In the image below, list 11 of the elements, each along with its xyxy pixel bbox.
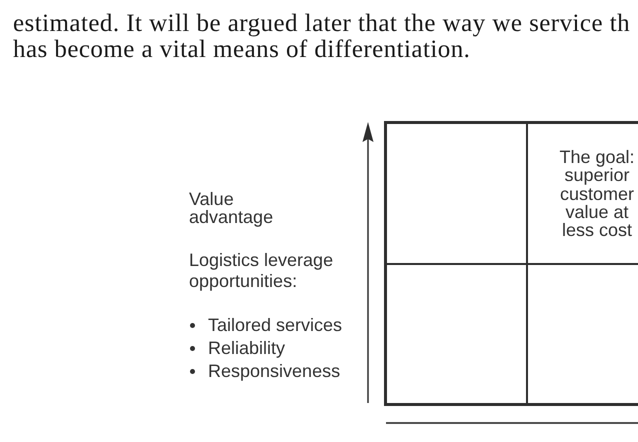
body-paragraph: estimated. It will be argued later that the way we service th has become a vital means of differentiation.	[13, 11, 632, 63]
cell-text: The goal: superior customer value at less cost	[558, 148, 636, 240]
list-item: Reliability	[208, 337, 286, 360]
matrix-cell	[384, 264, 527, 406]
matrix-cell	[527, 264, 638, 406]
matrix-cell	[384, 121, 527, 264]
list-item: Tailored services	[208, 314, 342, 337]
list-item: Responsiveness	[208, 360, 340, 383]
axis-label: Value advantage	[189, 190, 274, 226]
list-heading: Logistics leverage opportunities:	[189, 250, 334, 292]
matrix-cell	[527, 121, 638, 264]
